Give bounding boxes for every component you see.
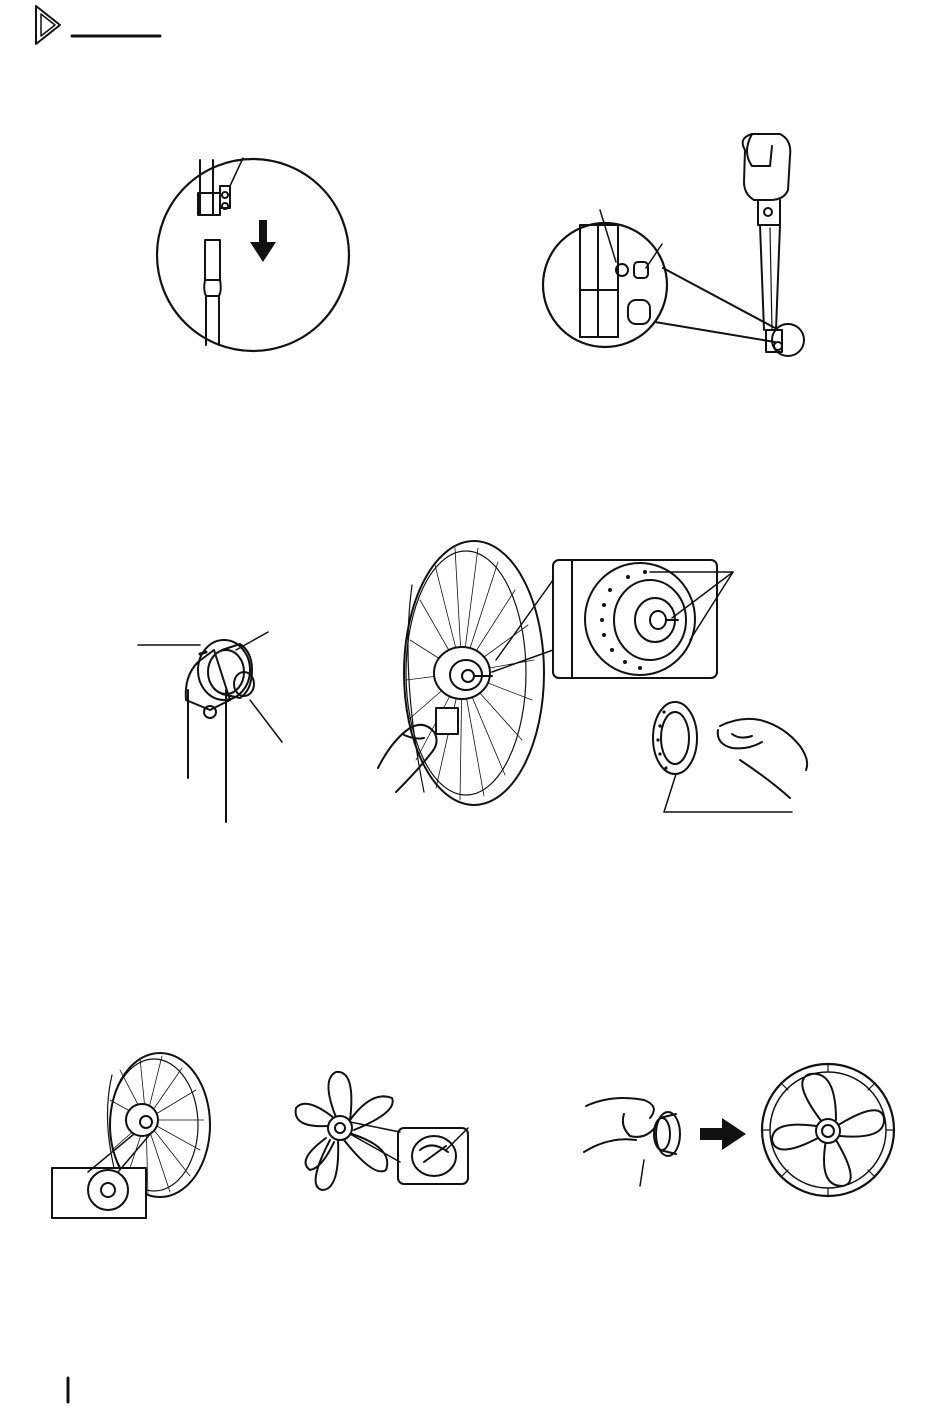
figure-step1-pole-assembled <box>543 134 804 356</box>
header-mark <box>36 6 160 44</box>
play-triangle-outline-icon <box>36 6 60 44</box>
figure-step1-pole-insert <box>157 158 349 351</box>
down-arrow-icon <box>250 220 276 262</box>
figure-step3-rear-guard-fixed <box>52 1053 210 1218</box>
figure-step3-blade-attach <box>296 1072 468 1190</box>
figure-step2-rear-guard-mount <box>378 541 807 812</box>
right-arrow-icon <box>700 1118 746 1150</box>
figure-step3-guard-complete <box>584 1064 894 1196</box>
figure-step2-motor-hub <box>138 632 282 822</box>
